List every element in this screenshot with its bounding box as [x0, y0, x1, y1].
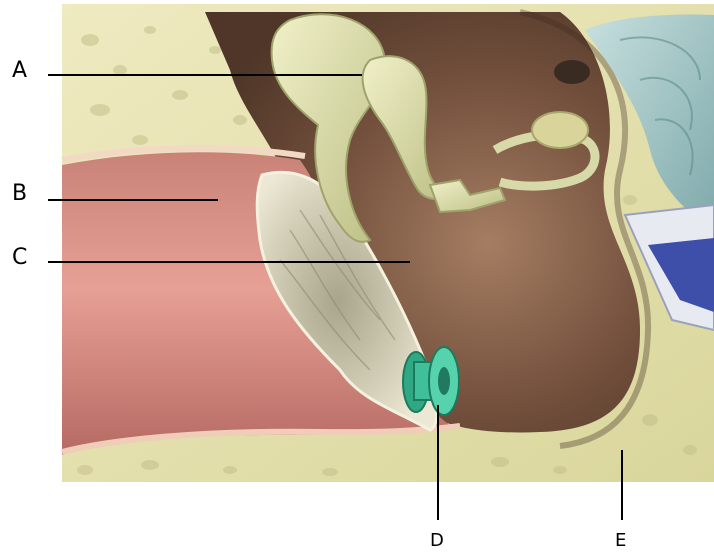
- label-d: D: [430, 532, 444, 550]
- label-b: B: [12, 183, 27, 205]
- label-a: A: [12, 60, 27, 82]
- oval-window: [532, 112, 588, 148]
- label-c: C: [12, 247, 27, 269]
- label-e: E: [615, 532, 626, 550]
- round-window: [554, 60, 590, 84]
